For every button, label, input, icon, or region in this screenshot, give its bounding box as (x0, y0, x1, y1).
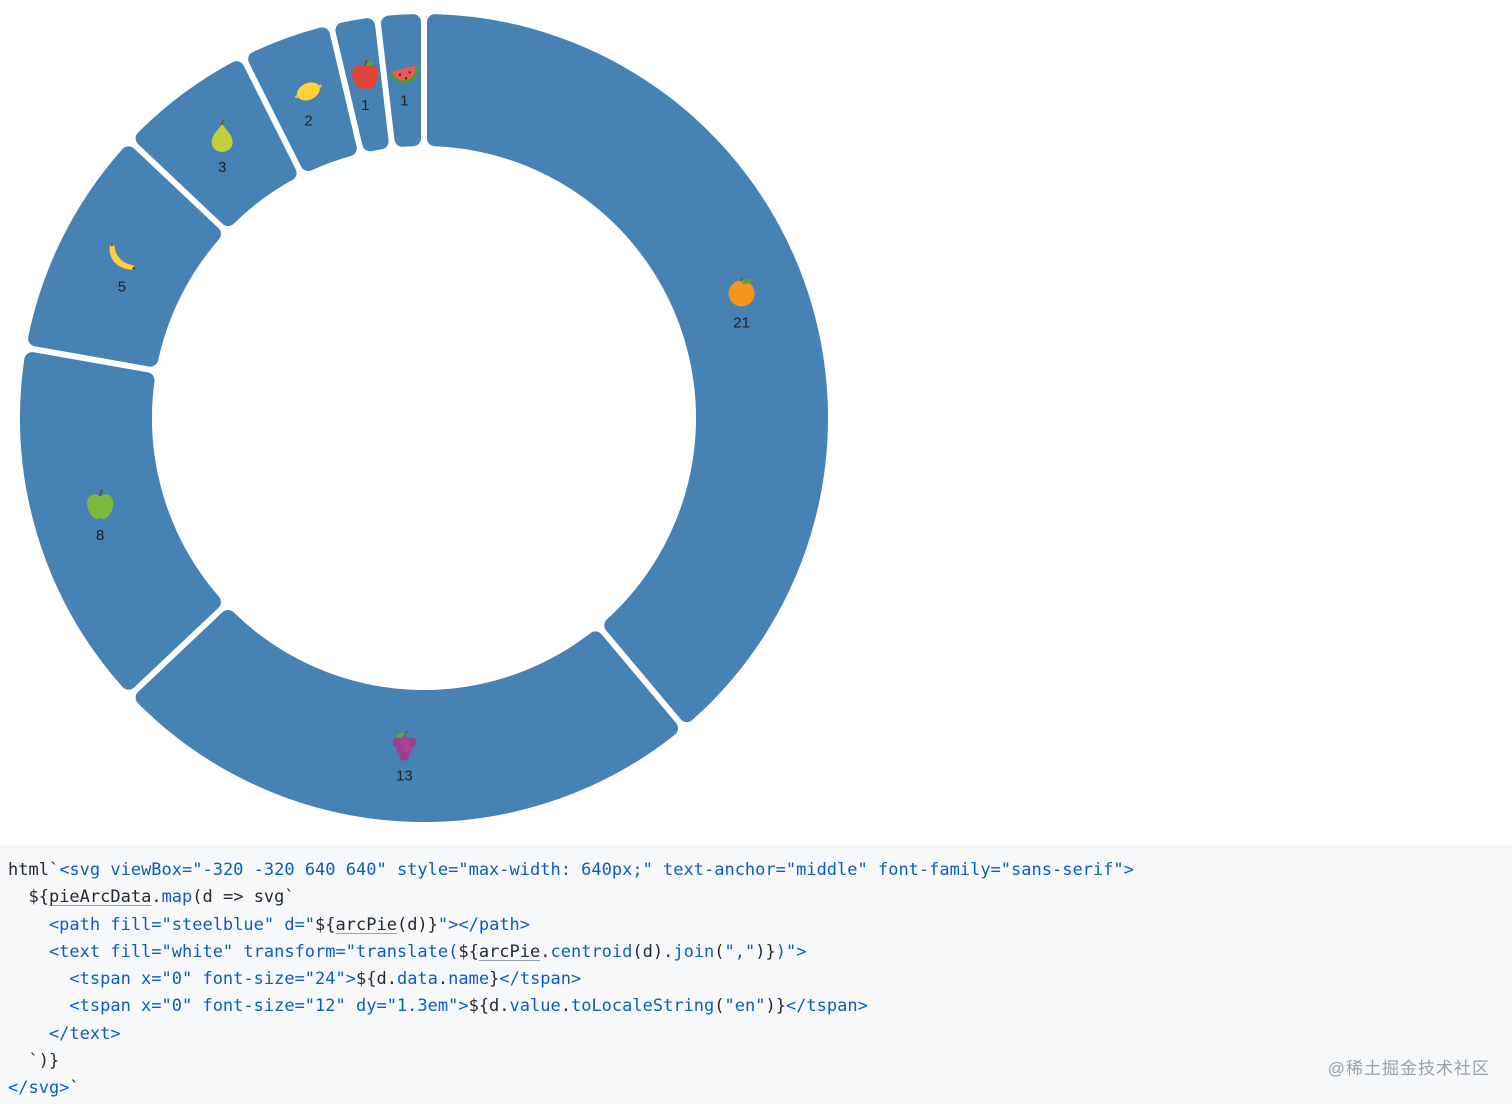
pear-icon (211, 119, 233, 152)
code-line: ${pieArcData.map(d => svg` (8, 887, 295, 908)
pie-slice-grapes (135, 610, 679, 822)
slice-value: 2 (304, 112, 312, 129)
code-line: </text> (8, 1023, 121, 1044)
watermark: @稀土掘金技术社区 (1327, 1059, 1490, 1078)
code-line: `)} (8, 1051, 60, 1072)
watermelon-icon (388, 65, 419, 84)
code-line: <tspan x="0" font-size="12" dy="1.3em">$… (8, 996, 868, 1017)
slice-value: 21 (733, 314, 750, 331)
banana-icon (109, 243, 136, 270)
slice-value: 1 (361, 97, 369, 114)
code-line: <text fill="white" transform="translate(… (8, 941, 807, 962)
pie-slice-green-apple (20, 352, 221, 690)
code-line: <tspan x="0" font-size="24">${d.data.nam… (8, 969, 582, 990)
green-apple-icon (87, 489, 114, 519)
slice-value: 1 (400, 93, 408, 110)
grapes-icon (392, 730, 417, 761)
orange-icon (728, 276, 755, 307)
slice-value: 13 (396, 767, 413, 784)
code-block: html`<svg viewBox="-320 -320 640 640" st… (0, 845, 1512, 1104)
slice-value: 3 (218, 159, 226, 176)
code-line: </svg>` (8, 1078, 80, 1099)
red-apple-icon (352, 59, 379, 90)
lemon-icon (295, 82, 322, 101)
code-line: html`<svg viewBox="-320 -320 640 640" st… (8, 860, 1134, 880)
code-line: <path fill="steelblue" d="${arcPie(d)}">… (8, 914, 531, 935)
pie-slice-orange (427, 14, 828, 723)
slice-value: 5 (118, 278, 126, 295)
pie-slice-banana (28, 146, 221, 367)
slice-value: 8 (96, 527, 104, 544)
